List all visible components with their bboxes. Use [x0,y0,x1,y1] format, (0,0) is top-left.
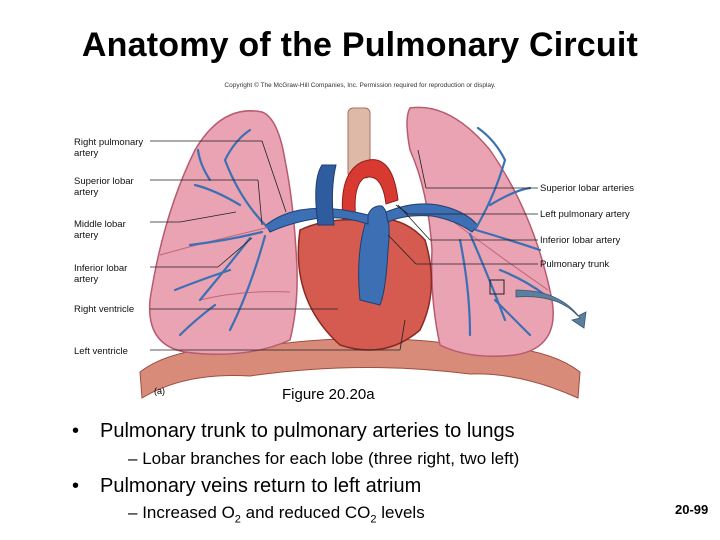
subscript-co2: 2 [370,513,377,526]
label-right-ventricle: Right ventricle [74,304,135,315]
label-superior-lobar-arteries: Superior lobar arteries [540,183,634,194]
bullet-dot: • [72,420,80,442]
superior-vena-cava [315,164,337,226]
leader-lines-left [150,140,406,351]
label-inferior-lobar-artery-right: Inferior lobar artery [74,263,128,285]
sub-bullet-2-prefix: Increased O [142,503,235,522]
aortic-arch [341,159,399,236]
slide-title: Anatomy of the Pulmonary Circuit [81,26,639,64]
sub-bullet-2-middle: and reduced CO [240,503,371,522]
sub-bullet-2-suffix: levels [376,503,425,522]
left-lung-arteries [458,126,547,337]
panel-label: (a) [154,386,165,396]
label-inferior-lobar-artery-left: Inferior lobar artery [540,235,621,246]
subscript-o2: 2 [234,513,241,526]
pulmonary-trunk [358,205,390,306]
label-left-ventricle: Left ventricle [74,346,128,357]
copyright-notice: Copyright © The McGraw-Hill Companies, I… [224,82,496,89]
bullet-1: • Pulmonary trunk to pulmonary arteries t… [72,420,515,442]
figure-caption: Figure 20.20a [282,386,375,403]
sub-bullet-1-text: Lobar branches for each lobe (three righ… [142,449,520,468]
label-middle-lobar-artery: Middle lobar artery [74,219,126,241]
label-pulmonary-trunk: Pulmonary trunk [540,259,610,270]
left-pulmonary-artery [385,203,479,233]
label-right-pulmonary-artery: Right pulmonary artery [74,137,144,159]
leader-lines-right [387,149,538,265]
bullet-dot: • [72,475,80,497]
label-left-pulmonary-artery: Left pulmonary artery [540,209,630,220]
detail-arrow [515,289,587,329]
sub-bullet-1: – Lobar branches for each lobe (three ri… [128,449,519,469]
label-superior-lobar-artery: Superior lobar artery [74,176,134,198]
right-lung [148,110,298,356]
bullet-2-text: Pulmonary veins return to left atrium [100,475,422,497]
bullet-1-text: Pulmonary trunk to pulmonary arteries to… [100,420,515,442]
sub-bullet-2: – Increased O2 and reduced CO2 levels [128,503,425,529]
dash-marker: – [128,503,143,522]
detail-box [489,279,505,295]
bullet-2: • Pulmonary veins return to left atrium [72,475,421,497]
right-lung-fissure-2 [199,291,291,301]
dash-marker: – [128,449,143,468]
page-number: 20-99 [675,502,709,517]
